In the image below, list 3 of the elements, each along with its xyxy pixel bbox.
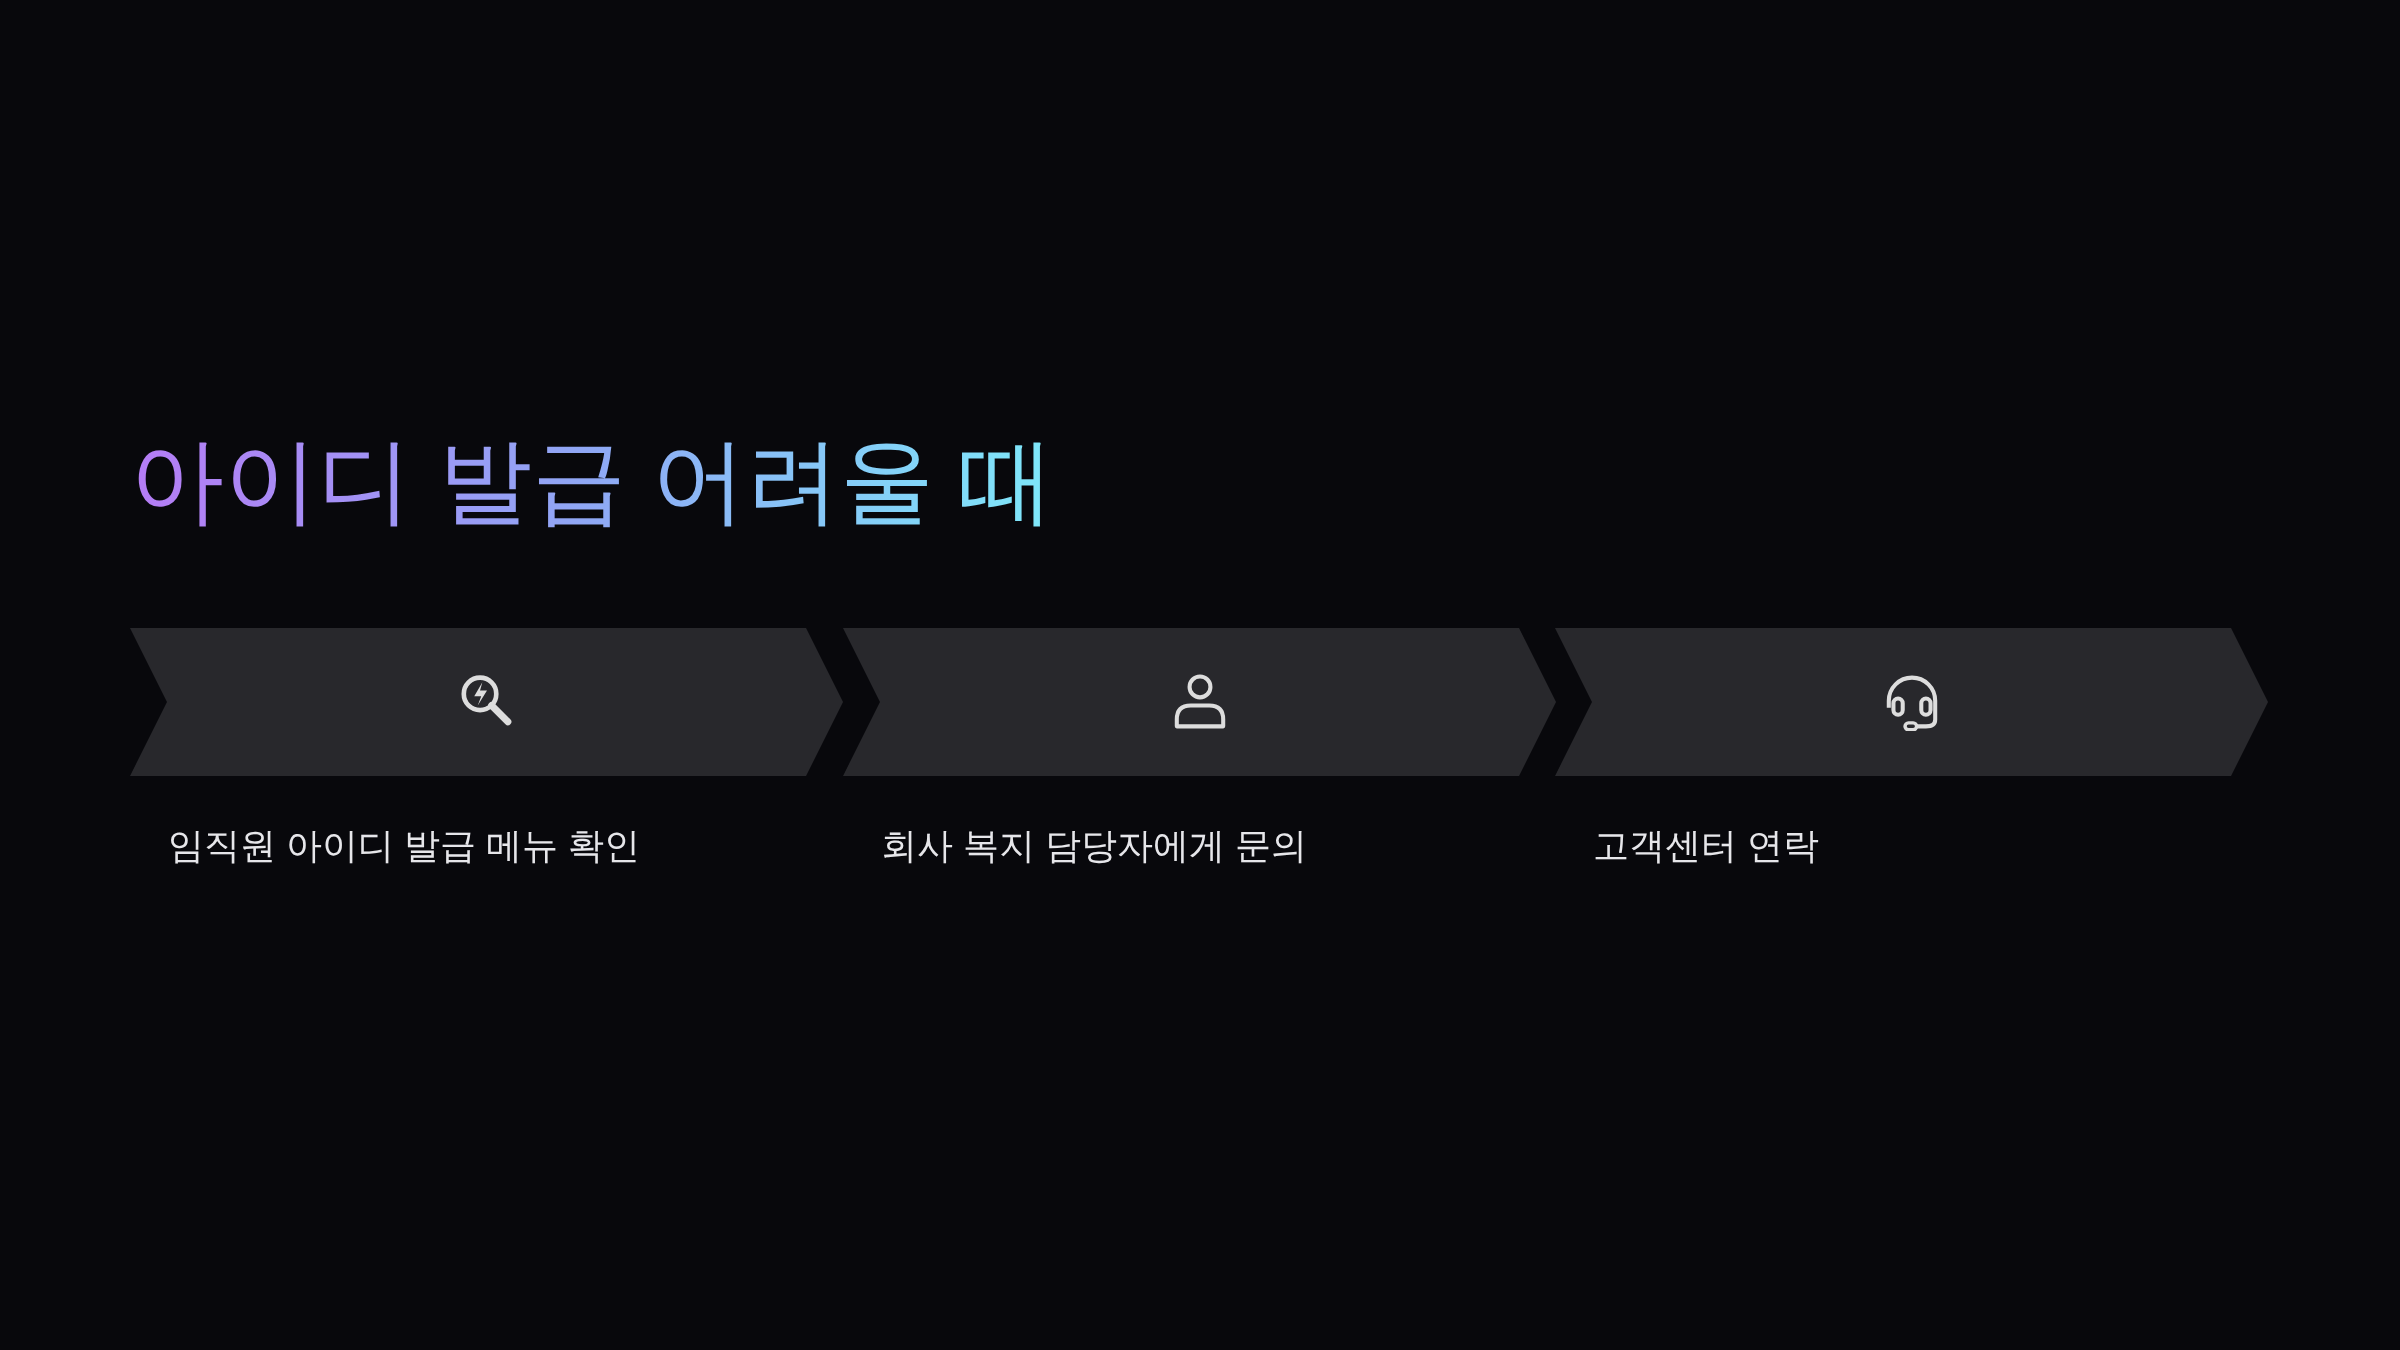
step-label: 임직원 아이디 발급 메뉴 확인 bbox=[168, 824, 640, 868]
step-label: 고객센터 연락 bbox=[1593, 824, 1819, 868]
step-label: 회사 복지 담당자에게 문의 bbox=[881, 824, 1307, 868]
